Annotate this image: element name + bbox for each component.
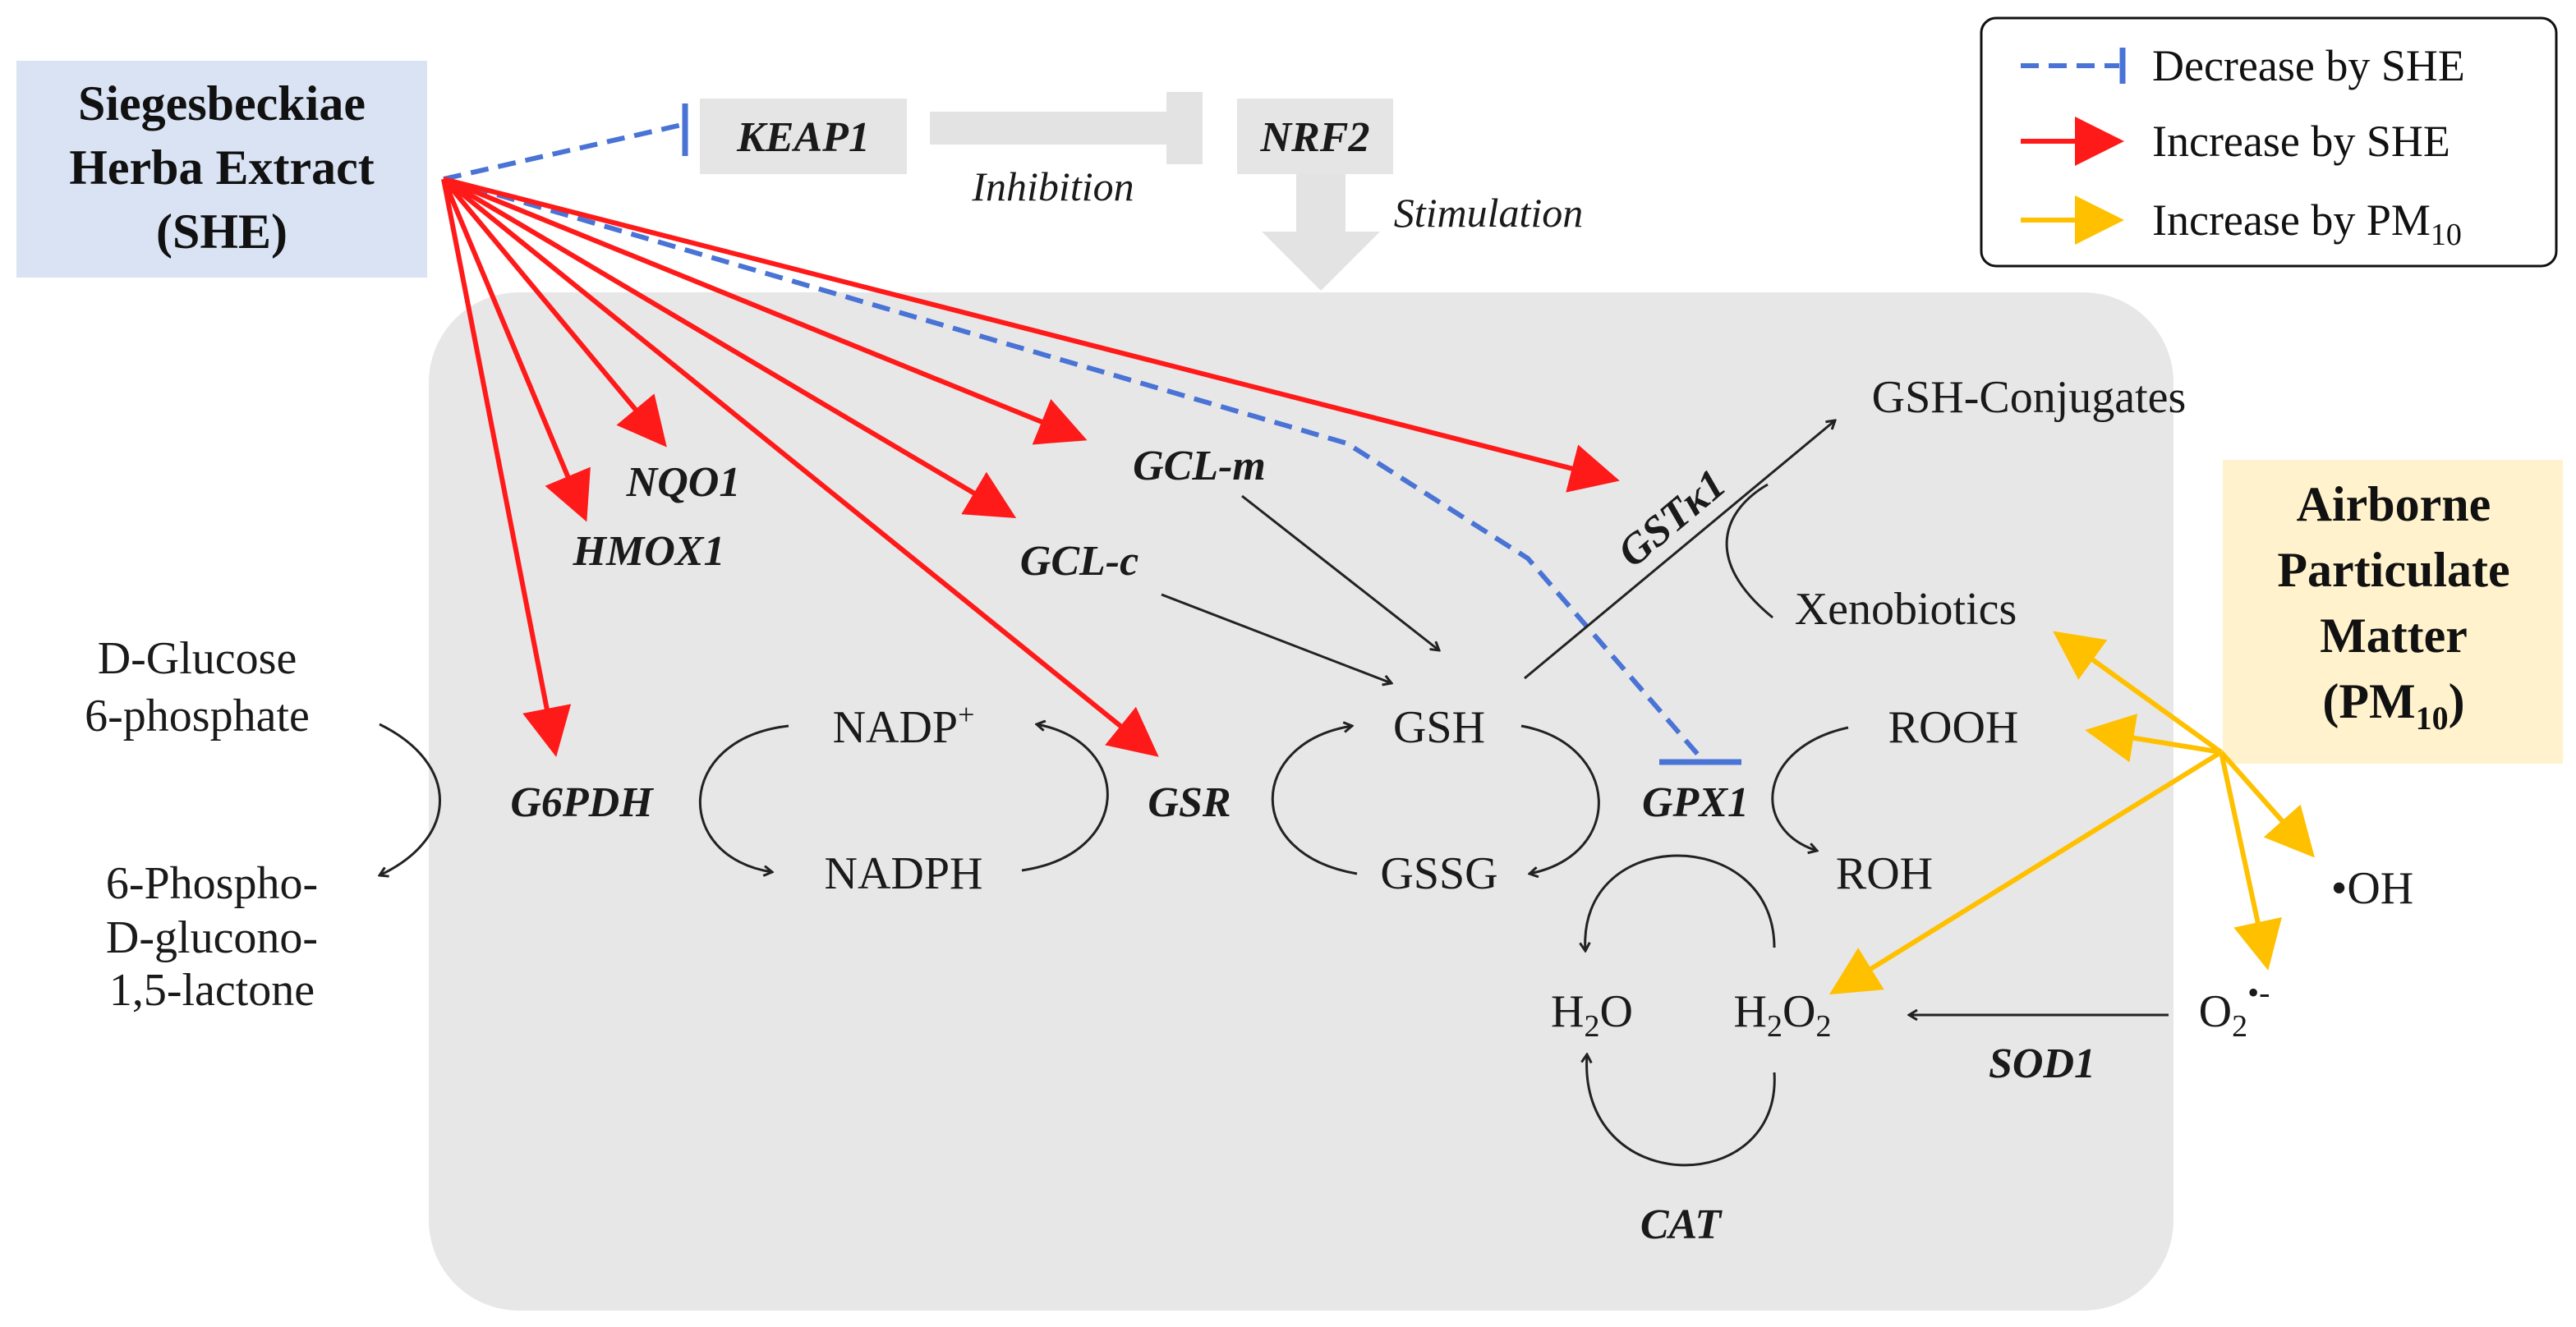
arrow-she-gstk1	[443, 177, 1620, 493]
gene-hmox1: HMOX1	[573, 528, 725, 575]
arrow-glucose-lactone	[380, 723, 441, 875]
met-nadph: NADPH	[825, 848, 983, 899]
arrow-pm-h2o2	[1828, 750, 2223, 995]
arrow-nadph-nadp	[1021, 724, 1109, 872]
arrow-she-gclm	[442, 177, 1088, 445]
met-oh-radical: •OH	[2331, 863, 2414, 914]
arrow-pm-o2	[2219, 751, 2282, 971]
arrow-gssg-gsh	[1271, 726, 1358, 875]
met-lactone-line1: 6-Phospho-	[106, 858, 318, 909]
she-gpx1-inhibit-line	[443, 177, 1701, 757]
arrow-she-nqo1	[441, 177, 667, 448]
gene-gpx1: GPX1	[1642, 779, 1749, 826]
inhibition-bar	[930, 112, 1166, 145]
gene-gclm: GCL-m	[1133, 443, 1266, 489]
met-glucose-line1: D-Glucose	[98, 633, 297, 684]
gene-nqo1: NQO1	[626, 459, 741, 506]
stimulation-arrow	[1262, 161, 1380, 291]
keap1-box	[700, 99, 907, 174]
arrow-pm-rooh	[2085, 714, 2222, 763]
gene-g6pdh: G6PDH	[510, 779, 654, 826]
met-rooh: ROOH	[1888, 702, 2019, 753]
inhibition-tbar	[1166, 92, 1203, 164]
pm-title-line4: (PM10)	[2322, 674, 2464, 737]
pm-increase-arrows	[1828, 631, 2315, 995]
she-keap1-inhibit-line	[443, 122, 683, 181]
met-lactone-line3: 1,5-lactone	[109, 965, 315, 1016]
she-box	[16, 61, 427, 278]
nrf2-box	[1237, 99, 1393, 174]
arrow-she-g6pdh	[441, 178, 572, 757]
arrow-rooh-roh	[1771, 726, 1849, 851]
keap1-label: KEAP1	[736, 114, 870, 161]
arrow-she-gclc	[442, 177, 1017, 519]
arrow-she-hmox1	[441, 177, 591, 522]
stimulation-label: Stimulation	[1394, 190, 1584, 236]
inhibition-label: Inhibition	[971, 163, 1134, 209]
cell-background	[429, 292, 2174, 1311]
reaction-arrows	[380, 420, 2169, 1167]
legend-increase-pm-label: Increase by PM10	[2152, 195, 2462, 252]
arrow-h2o2-h2o-gpx	[1585, 854, 1776, 951]
she-title-line3: (SHE)	[156, 204, 288, 259]
met-xenobiotics: Xenobiotics	[1795, 584, 2017, 635]
arrow-gsh-conjugates	[1524, 420, 1835, 680]
met-superoxide: O2•-	[2199, 974, 2270, 1044]
met-roh: ROH	[1836, 848, 1933, 899]
gene-gsr: GSR	[1148, 779, 1230, 826]
gene-sod1: SOD1	[1989, 1040, 2095, 1087]
arrow-gclc-gsh	[1161, 593, 1392, 683]
nrf2-label: NRF2	[1260, 114, 1370, 161]
met-h2o2: H2O2	[1734, 986, 1832, 1044]
legend-decrease-label: Decrease by SHE	[2152, 41, 2465, 90]
met-gssg: GSSG	[1380, 848, 1497, 899]
met-h2o: H2O	[1551, 986, 1633, 1044]
arrow-gclm-gsh	[1241, 494, 1439, 650]
pm-box	[2223, 460, 2563, 764]
met-conjugates: GSH-Conjugates	[1872, 372, 2187, 423]
arrow-gsh-gssg	[1520, 724, 1600, 874]
gene-gclc: GCL-c	[1020, 538, 1138, 585]
gene-cat: CAT	[1640, 1201, 1723, 1248]
pm-title-line2: Particulate	[2277, 543, 2509, 597]
met-gsh: GSH	[1393, 702, 1485, 753]
legend-increase-she-label: Increase by SHE	[2152, 117, 2450, 166]
met-nadp: NADP+	[833, 698, 975, 753]
arrow-pm-oh	[2219, 751, 2315, 858]
she-title-line2: Herba Extract	[69, 140, 375, 195]
met-glucose-line2: 6-phosphate	[85, 691, 310, 742]
arrow-pm-xenobiotics	[2053, 631, 2223, 755]
arrow-she-gsr	[442, 177, 1159, 757]
arrow-xenobiotics-curve	[1725, 483, 1773, 619]
arrow-h2o2-h2o-cat	[1587, 1054, 1776, 1167]
pm-title-line3: Matter	[2320, 608, 2468, 663]
she-title-line1: Siegesbeckiae	[78, 76, 366, 131]
pm-title-line1: Airborne	[2297, 477, 2491, 531]
met-lactone-line2: D-glucono-	[106, 912, 318, 963]
arrow-nadp-nadph	[698, 724, 789, 872]
she-increase-arrows	[441, 177, 1620, 757]
